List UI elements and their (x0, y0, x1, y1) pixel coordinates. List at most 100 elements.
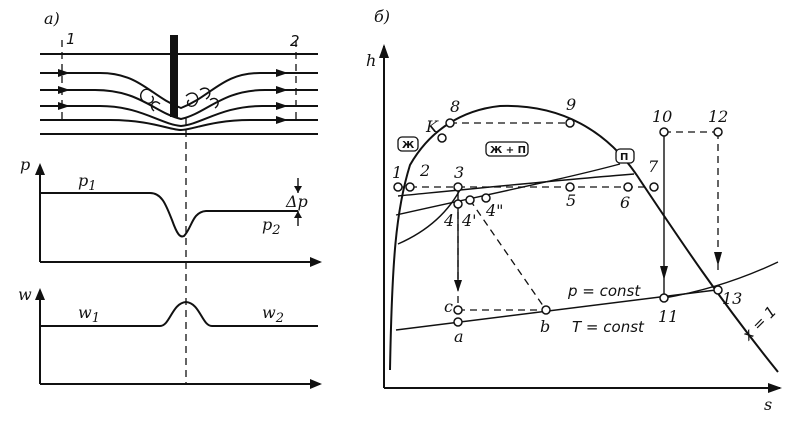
panel-a-channel: а) 1 2 (40, 9, 318, 135)
vortex (199, 87, 211, 100)
vortex (185, 92, 199, 108)
label-point-10: 10 (652, 107, 672, 126)
point-c (453, 305, 463, 315)
p2-subscript: 2 (271, 223, 280, 238)
point-2 (405, 182, 415, 192)
point-4-double-prime (481, 193, 491, 203)
streamline-4 (40, 119, 318, 132)
isobar-13 (663, 261, 779, 299)
panel-a-label: а) (44, 9, 60, 28)
saturation-curve (389, 104, 779, 373)
section-1-label: 1 (66, 30, 76, 48)
arrow-10-11 (660, 266, 668, 280)
streamline-1 (40, 72, 318, 110)
label-point-2: 2 (419, 161, 430, 180)
point-9 (565, 118, 575, 128)
panel-a-pressure-plot: p p1 p2 Δp (20, 155, 322, 267)
label-point-b: b (540, 317, 550, 336)
w1-label: w1 (78, 303, 100, 326)
flow-arrow (58, 69, 70, 77)
point-12 (713, 127, 723, 137)
point-a (453, 317, 463, 327)
point-8 (445, 118, 455, 128)
s-axis-arrow (768, 383, 782, 393)
region-vapor-label: П (620, 152, 628, 163)
region-mix-label: Ж + П (490, 145, 526, 156)
label-point-12: 12 (708, 107, 728, 126)
dp-arrowhead-top (294, 186, 302, 193)
w-x-axis-arrow (310, 379, 322, 389)
p2-symbol: p (262, 215, 272, 234)
velocity-curve (40, 300, 318, 327)
label-point-3: 3 (454, 163, 464, 182)
w2-label: w2 (262, 303, 284, 326)
point-7 (649, 182, 659, 192)
w2-subscript: 2 (275, 311, 284, 326)
point-10 (659, 127, 669, 137)
label-point-K: K (425, 117, 439, 136)
flow-arrow (58, 86, 70, 94)
label-point-c: c (444, 297, 453, 316)
label-point-13: 13 (722, 289, 742, 308)
w-axis-label: w (18, 285, 32, 304)
flow-arrow (276, 102, 288, 110)
point-b (541, 305, 551, 315)
p2-label: p2 (262, 215, 281, 238)
p-axis-label: p (20, 155, 30, 174)
streamline-2 (40, 89, 318, 121)
dash-4p-b (469, 199, 547, 311)
p-x-axis-arrow (310, 257, 322, 267)
point-K (437, 133, 447, 143)
region-liquid-box (397, 136, 419, 152)
isobar-upper (395, 163, 621, 216)
label-point-11: 11 (658, 307, 678, 326)
point-4 (453, 199, 463, 209)
isobar-3-7 (397, 173, 635, 197)
vortex (209, 97, 219, 109)
panel-b-label: б) (374, 7, 390, 26)
vortex (150, 101, 161, 112)
label-point-9: 9 (566, 95, 576, 114)
dryness-line-label: x = 1 (738, 303, 780, 345)
p-axis-arrow (35, 163, 45, 175)
dp-arrowhead-bottom (294, 211, 302, 218)
p1-symbol: p (78, 171, 88, 190)
label-point-8: 8 (450, 97, 460, 116)
region-liquid-label: Ж (402, 140, 415, 151)
flow-arrow (276, 116, 288, 124)
w1-symbol: w (78, 303, 92, 322)
panel-a-velocity-plot: w w1 w2 (18, 285, 322, 389)
p1-subscript: 1 (88, 179, 96, 194)
s-axis-label: s (764, 395, 772, 414)
label-point-4-double-prime: 4" (485, 201, 504, 220)
label-point-7: 7 (648, 157, 659, 176)
point-4-prime (465, 195, 475, 205)
label-point-a: a (454, 327, 464, 346)
point-13 (713, 285, 723, 295)
flow-arrow (58, 102, 70, 110)
label-point-5: 5 (566, 191, 576, 210)
label-point-6: 6 (620, 193, 630, 212)
label-point-4-prime: 4' (461, 211, 477, 230)
h-axis-arrow (379, 44, 389, 58)
w-axis-arrow (35, 288, 45, 300)
label-point-4: 4 (443, 211, 454, 230)
arrow-12-13 (714, 252, 722, 266)
temperature-line-label: T = const (572, 318, 645, 336)
section-2-label: 2 (290, 32, 300, 50)
w2-symbol: w (262, 303, 276, 322)
point-5 (565, 182, 575, 192)
w1-subscript: 1 (92, 311, 100, 326)
point-11 (659, 293, 669, 303)
region-mix-box (485, 141, 529, 157)
streamline-3 (40, 105, 318, 128)
label-point-1: 1 (392, 163, 402, 182)
flow-arrow (276, 86, 288, 94)
region-vapor-box (615, 148, 635, 164)
pressure-line-label: p = const (567, 282, 641, 300)
arrow-3-4 (454, 280, 462, 292)
dp-label: Δp (285, 192, 308, 211)
point-3 (453, 182, 463, 192)
